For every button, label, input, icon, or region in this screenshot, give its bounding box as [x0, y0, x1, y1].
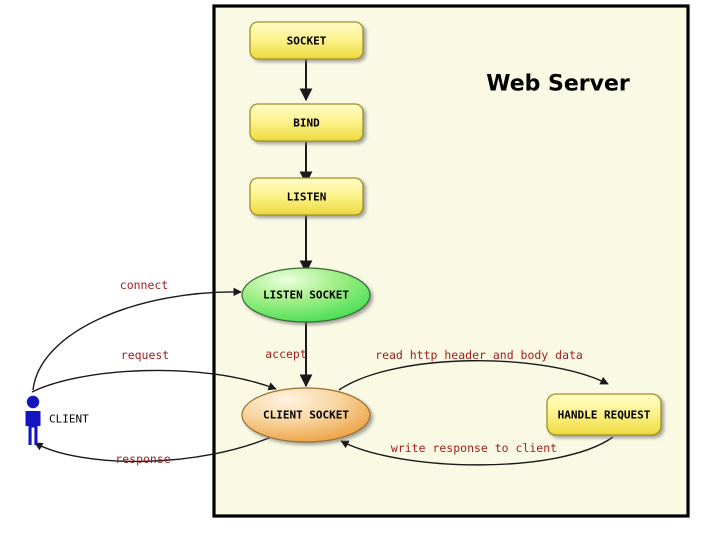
- page-title: Web Server: [486, 72, 630, 97]
- edge-client-request: [31, 369, 277, 393]
- node-listen-socket-label: LISTEN SOCKET: [263, 289, 349, 302]
- client-actor-label: CLIENT: [49, 413, 89, 426]
- edge-write-response: [340, 436, 614, 466]
- node-listen[interactable]: LISTEN: [249, 177, 364, 216]
- node-socket[interactable]: SOCKET: [249, 21, 364, 60]
- edge-label-request: request: [121, 348, 169, 362]
- edge-client-connect: [32, 287, 242, 391]
- node-listen-label: LISTEN: [287, 191, 327, 204]
- edge-client-response: [34, 433, 279, 463]
- node-listen-socket[interactable]: LISTEN SOCKET: [241, 267, 371, 323]
- edge-label-accept: accept: [265, 347, 307, 361]
- edge-label-response: response: [115, 452, 170, 466]
- node-client-socket[interactable]: CLIENT SOCKET: [241, 387, 371, 443]
- node-socket-label: SOCKET: [287, 35, 327, 48]
- edge-label-write-response: write response to client: [391, 441, 557, 455]
- client-actor[interactable]: CLIENT: [25, 395, 90, 445]
- node-bind[interactable]: BIND: [249, 103, 364, 142]
- person-icon: [25, 395, 41, 445]
- edge-label-read-http: read http header and body data: [375, 348, 583, 362]
- edge-label-connect: connect: [120, 278, 168, 292]
- node-handle-request-label: HANDLE REQUEST: [558, 409, 651, 422]
- node-client-socket-label: CLIENT SOCKET: [263, 409, 349, 422]
- edge-read-http: [338, 360, 609, 391]
- node-handle-request[interactable]: HANDLE REQUEST: [546, 393, 662, 436]
- node-bind-label: BIND: [293, 117, 320, 130]
